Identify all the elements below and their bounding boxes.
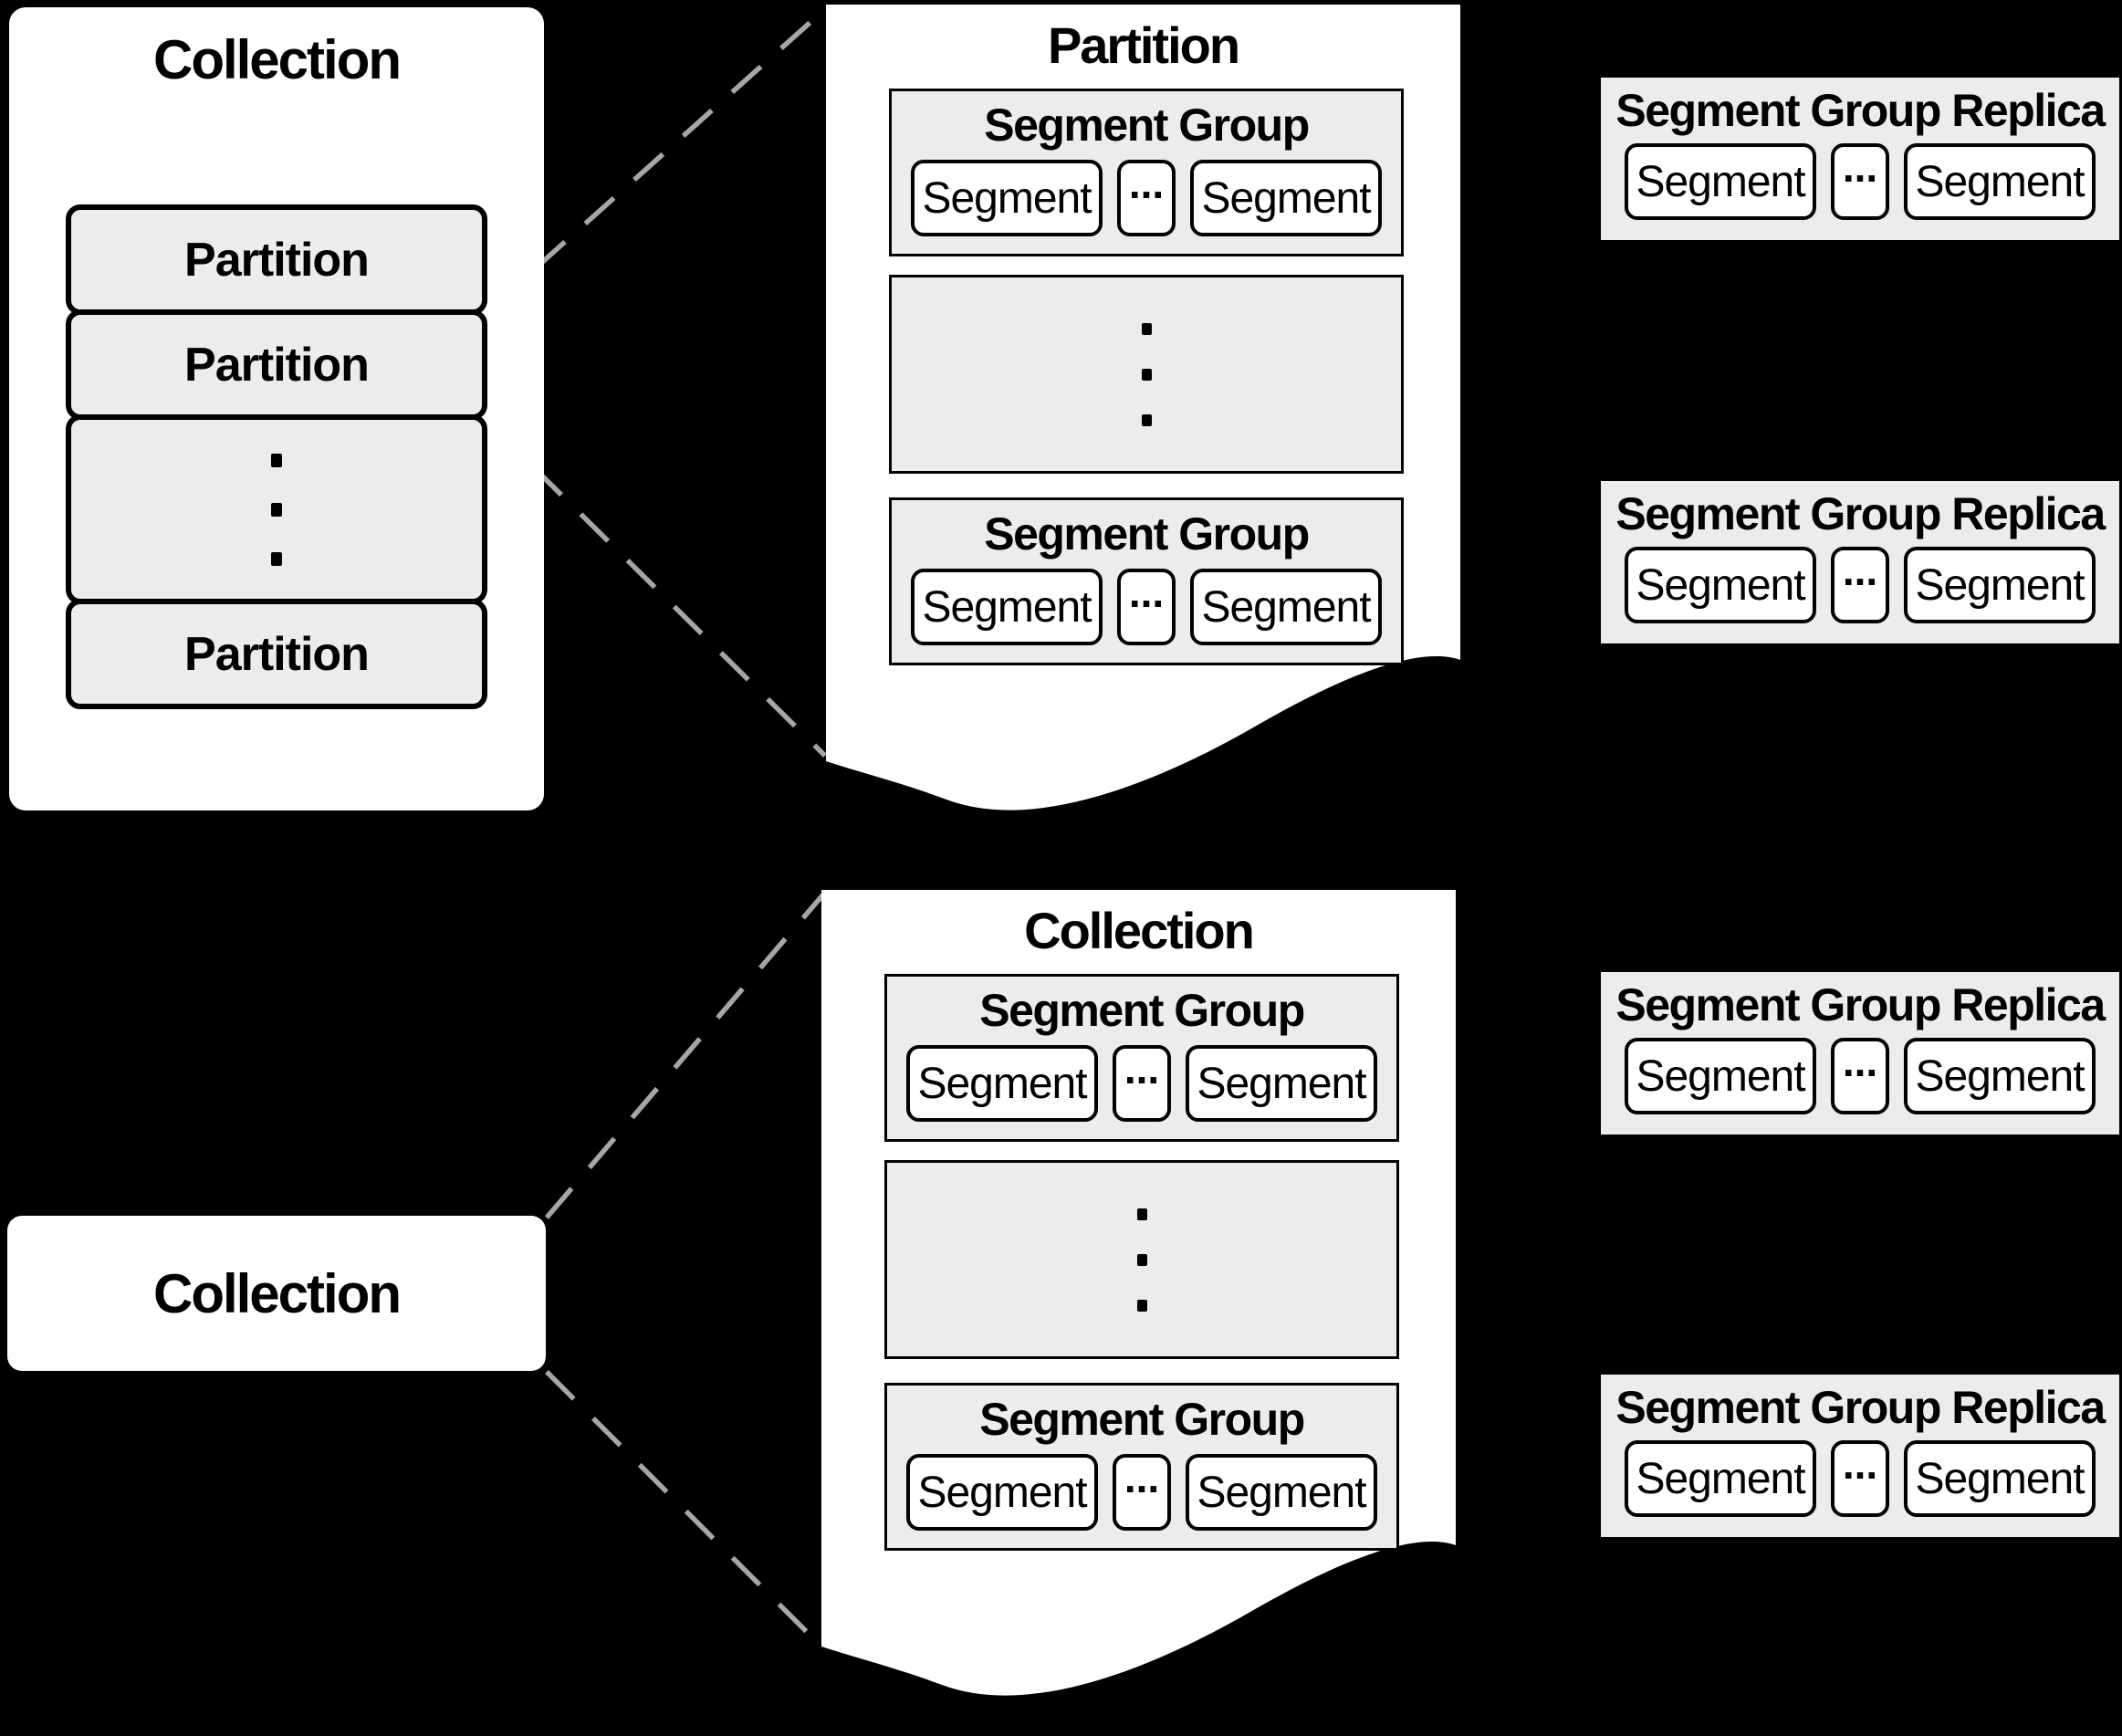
segment-group-box: Segment Group Segment ... Segment bbox=[889, 89, 1404, 256]
segment-group-title: Segment Group bbox=[979, 1394, 1305, 1445]
segment-group-title: Segment Group bbox=[984, 508, 1310, 559]
segment-box: Segment bbox=[906, 1045, 1098, 1122]
ellipsis-dot bbox=[1141, 368, 1152, 381]
vertical-ellipsis-box bbox=[889, 275, 1404, 474]
segment-box: Segment bbox=[1904, 547, 2096, 623]
ellipsis-dot bbox=[271, 502, 282, 517]
segment-row: Segment ... Segment bbox=[1625, 547, 2096, 623]
segment-group-replica-box: Segment Group Replica Segment ... Segmen… bbox=[1601, 1375, 2119, 1537]
ellipsis-box: ... bbox=[1113, 1045, 1171, 1122]
vertical-ellipsis-icon bbox=[66, 414, 487, 604]
ellipsis-label: ... bbox=[1842, 1439, 1878, 1488]
dashed-connector-line bbox=[545, 1370, 825, 1650]
collection-panel: Collection Partition Partition Partition bbox=[9, 7, 544, 810]
partition-stack: Partition Partition Partition bbox=[66, 204, 487, 709]
dashed-connector-line bbox=[544, 893, 826, 1219]
collection-label: Collection bbox=[152, 1262, 402, 1324]
ellipsis-dot bbox=[271, 551, 282, 566]
ellipsis-box: ... bbox=[1831, 547, 1889, 623]
ellipsis-label: ... bbox=[1842, 1037, 1878, 1085]
segment-row: Segment ... Segment bbox=[1625, 143, 2096, 220]
segment-box: Segment bbox=[1904, 1440, 2096, 1517]
ellipsis-dot bbox=[1136, 1299, 1147, 1312]
segment-box: Segment bbox=[906, 1454, 1098, 1531]
segment-group-box: Segment Group Segment ... Segment bbox=[889, 497, 1404, 665]
segment-box: Segment bbox=[1904, 1038, 2096, 1114]
ellipsis-box: ... bbox=[1117, 569, 1176, 645]
segment-box: Segment bbox=[1190, 569, 1382, 645]
ellipsis-label: ... bbox=[1842, 546, 1878, 594]
segment-box: Segment bbox=[911, 569, 1103, 645]
ellipsis-dot bbox=[271, 453, 282, 467]
replica-title: Segment Group Replica bbox=[1615, 85, 2106, 136]
ellipsis-label: ... bbox=[1128, 568, 1165, 616]
segment-box: Segment bbox=[1186, 1454, 1377, 1531]
segment-group-title: Segment Group bbox=[984, 99, 1310, 151]
segment-box: Segment bbox=[1186, 1045, 1377, 1122]
segment-row: Segment ... Segment bbox=[906, 1454, 1377, 1531]
ellipsis-box: ... bbox=[1831, 1038, 1889, 1114]
segment-box: Segment bbox=[911, 160, 1103, 236]
replica-title: Segment Group Replica bbox=[1615, 488, 2106, 539]
partition-row: Partition bbox=[66, 204, 487, 315]
ellipsis-label: ... bbox=[1124, 1453, 1160, 1501]
segment-group-replica-box: Segment Group Replica Segment ... Segmen… bbox=[1601, 972, 2119, 1135]
ellipsis-label: ... bbox=[1128, 159, 1165, 207]
ellipsis-box: ... bbox=[1831, 143, 1889, 220]
segment-box: Segment bbox=[1625, 1038, 1816, 1114]
ellipsis-dot bbox=[1141, 322, 1152, 335]
partition-row: Partition bbox=[66, 309, 487, 420]
segment-group-box: Segment Group Segment ... Segment bbox=[884, 1383, 1399, 1551]
segment-group-replica-box: Segment Group Replica Segment ... Segmen… bbox=[1601, 78, 2119, 240]
segment-group-box: Segment Group Segment ... Segment bbox=[884, 974, 1399, 1142]
vertical-ellipsis-box bbox=[884, 1160, 1399, 1359]
segment-row: Segment ... Segment bbox=[911, 569, 1382, 645]
ellipsis-dot bbox=[1141, 413, 1152, 426]
ellipsis-label: ... bbox=[1124, 1044, 1160, 1093]
segment-box: Segment bbox=[1904, 143, 2096, 220]
ellipsis-dot bbox=[1136, 1208, 1147, 1220]
ellipsis-label: ... bbox=[1842, 142, 1878, 191]
segment-group-replica-box: Segment Group Replica Segment ... Segmen… bbox=[1601, 481, 2119, 643]
segment-box: Segment bbox=[1625, 547, 1816, 623]
ellipsis-dot bbox=[1136, 1253, 1147, 1266]
ellipsis-box: ... bbox=[1117, 160, 1176, 236]
collection-page: Collection Segment Group Segment ... Seg… bbox=[821, 890, 1456, 1720]
segment-box: Segment bbox=[1190, 160, 1382, 236]
page-title: Partition bbox=[1047, 16, 1240, 74]
segment-box: Segment bbox=[1625, 1440, 1816, 1517]
replica-title: Segment Group Replica bbox=[1615, 1382, 2106, 1433]
segment-row: Segment ... Segment bbox=[1625, 1038, 2096, 1114]
collection-panel-title: Collection bbox=[152, 29, 402, 90]
segment-row: Segment ... Segment bbox=[906, 1045, 1377, 1122]
collection-label-box: Collection bbox=[7, 1216, 546, 1371]
segment-box: Segment bbox=[1625, 143, 1816, 220]
replica-title: Segment Group Replica bbox=[1615, 979, 2106, 1030]
ellipsis-box: ... bbox=[1831, 1440, 1889, 1517]
segment-row: Segment ... Segment bbox=[1625, 1440, 2096, 1517]
page-title: Collection bbox=[1024, 902, 1255, 959]
partition-page: Partition Segment Group Segment ... Segm… bbox=[826, 5, 1460, 835]
segment-group-title: Segment Group bbox=[979, 985, 1305, 1036]
segment-row: Segment ... Segment bbox=[911, 160, 1382, 236]
partition-row: Partition bbox=[66, 599, 487, 709]
ellipsis-box: ... bbox=[1113, 1454, 1171, 1531]
